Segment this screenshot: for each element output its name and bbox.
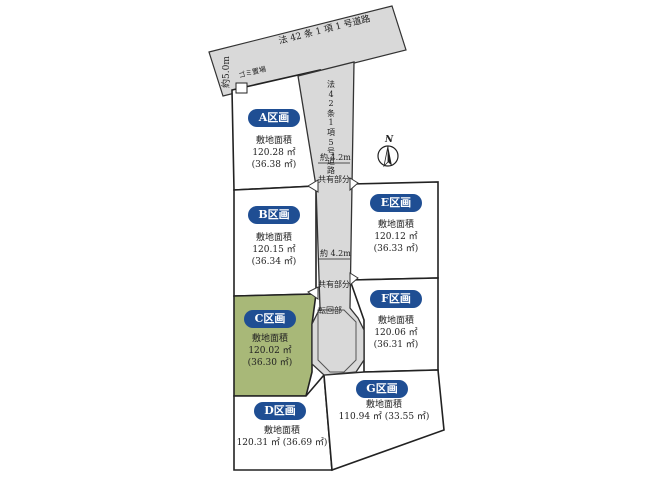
lot-b-area-label: 敷地面積: [255, 233, 292, 243]
north-label: N: [385, 135, 394, 145]
lot-c-area-label: 敷地面積: [251, 334, 288, 344]
shared-corner: [307, 286, 319, 300]
shared-corner: [307, 179, 319, 193]
lot-d-info: 敷地面積 120.31 ㎡ (36.69 ㎡): [236, 425, 328, 449]
lot-g-badge[interactable]: G区画: [356, 380, 408, 398]
private-road-label: 法42条1項5号道路: [327, 80, 335, 176]
lot-a-area-label: 敷地面積: [255, 136, 292, 146]
garbage-area: [235, 82, 248, 94]
lot-f-tsubo: (36.31 ㎡): [373, 340, 419, 350]
road-width-label: 約5.0m: [222, 56, 232, 88]
lot-c-tsubo: (36.30 ㎡): [247, 358, 293, 368]
lot-a-tsubo: (36.38 ㎡): [251, 160, 297, 170]
lot-f-sqm: 120.06 ㎡: [374, 328, 418, 338]
width-label-2: 約 4.2m: [320, 249, 351, 258]
lot-a-badge[interactable]: A区画: [248, 109, 300, 127]
lot-b-sqm: 120.15 ㎡: [252, 245, 296, 255]
lot-e-tsubo: (36.33 ㎡): [373, 244, 419, 254]
shared-corner: [349, 177, 359, 192]
cul-de-sac-label: 転回部: [318, 306, 342, 315]
lot-g-info: 敷地面積 110.94 ㎡ (33.55 ㎡): [336, 399, 432, 423]
lot-a-info: 敷地面積 120.28 ㎡ (36.38 ㎡): [240, 135, 308, 171]
shared-label-1: 共有部分: [318, 175, 350, 184]
public-road: [208, 5, 407, 97]
lot-a-sqm: 120.28 ㎡: [252, 148, 296, 158]
lot-e-info: 敷地面積 120.12 ㎡ (36.33 ㎡): [362, 219, 430, 255]
lot-g-outline[interactable]: [323, 369, 445, 472]
lot-d-area: 120.31 ㎡ (36.69 ㎡): [236, 438, 328, 448]
north-arrow-icon: [377, 145, 399, 168]
private-road: [297, 61, 365, 376]
width-label-1: 約 4.2m: [320, 153, 351, 162]
cul-de-sac-outline: [317, 309, 357, 373]
lot-c-badge[interactable]: C区画: [244, 310, 296, 328]
lot-c-sqm: 120.02 ㎡: [248, 346, 292, 356]
lot-f-area-label: 敷地面積: [377, 316, 414, 326]
lot-f-info: 敷地面積 120.06 ㎡ (36.31 ㎡): [362, 315, 430, 351]
shared-label-2: 共有部分: [318, 280, 350, 289]
lot-b-badge[interactable]: B区画: [248, 206, 300, 224]
lot-c-info: 敷地面積 120.02 ㎡ (36.30 ㎡): [236, 333, 304, 369]
lot-e-area-label: 敷地面積: [377, 220, 414, 230]
lot-d-badge[interactable]: D区画: [254, 402, 306, 420]
lot-b-tsubo: (36.34 ㎡): [251, 257, 297, 267]
lot-d-area-label: 敷地面積: [263, 426, 300, 436]
lot-g-area: 110.94 ㎡ (33.55 ㎡): [338, 412, 430, 422]
lot-b-info: 敷地面積 120.15 ㎡ (36.34 ㎡): [240, 232, 308, 268]
lot-e-sqm: 120.12 ㎡: [374, 232, 418, 242]
shared-corner: [349, 272, 359, 287]
lot-e-badge[interactable]: E区画: [370, 194, 422, 212]
lot-f-badge[interactable]: F区画: [370, 290, 422, 308]
lot-g-area-label: 敷地面積: [365, 400, 402, 410]
